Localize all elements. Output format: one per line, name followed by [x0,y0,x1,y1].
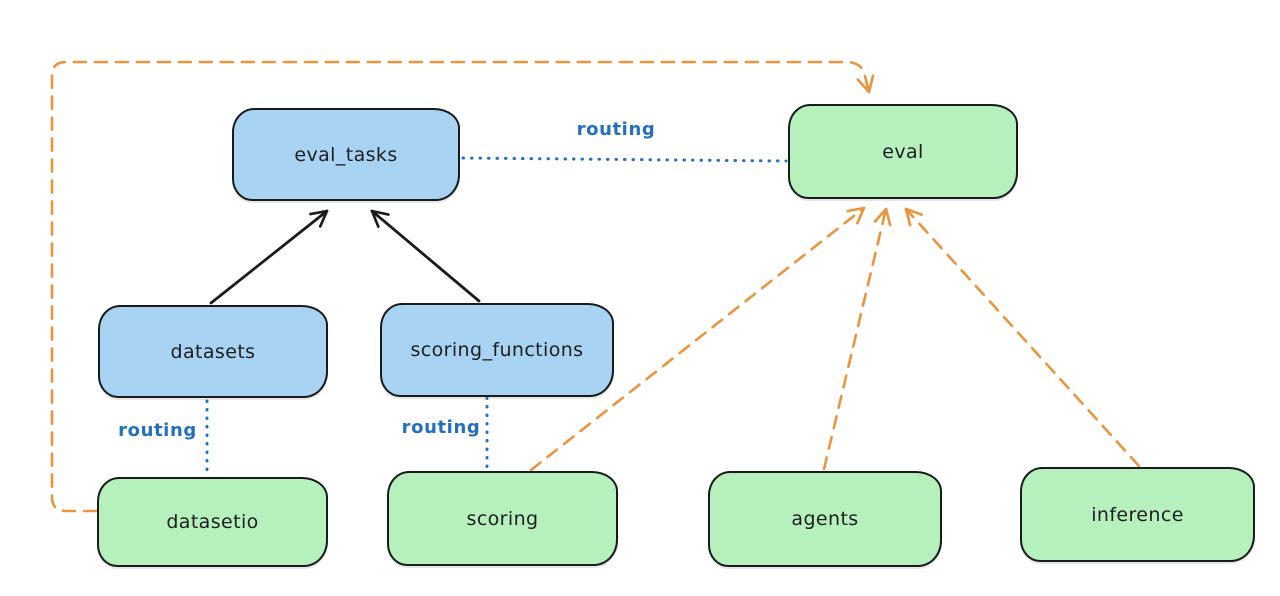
node-scoring[interactable]: scoring [387,471,618,566]
edge-label-routing-middle: routing [401,417,481,438]
node-eval-tasks[interactable]: eval_tasks [232,108,460,201]
edge-inference-to-eval [904,207,1141,468]
node-eval-tasks-label: eval_tasks [294,143,398,166]
edge-label-routing-top: routing [576,119,656,140]
edge-datasetio-to-eval [50,60,875,513]
node-scoring-functions[interactable]: scoring_functions [380,303,614,397]
edge-datasets-to-eval-tasks [209,209,329,305]
edge-scoring-to-eval [529,206,866,472]
edge-label-routing-left: routing [118,420,197,441]
node-inference[interactable]: inference [1020,467,1255,562]
node-datasetio[interactable]: datasetio [97,477,328,567]
node-scoring-functions-label: scoring_functions [410,339,584,361]
node-eval-label: eval [882,140,924,163]
node-agents[interactable]: agents [708,471,942,567]
node-datasetio-label: datasetio [166,511,259,533]
edge-eval-tasks-to-eval [461,156,788,163]
node-datasets-label: datasets [170,340,256,363]
node-datasets[interactable]: datasets [98,305,328,398]
edge-agents-to-eval [822,207,892,471]
edge-scoring-functions-to-eval-tasks [370,209,481,303]
node-inference-label: inference [1091,503,1184,526]
node-agents-label: agents [791,508,859,530]
node-scoring-label: scoring [466,507,539,530]
node-eval[interactable]: eval [788,104,1018,199]
